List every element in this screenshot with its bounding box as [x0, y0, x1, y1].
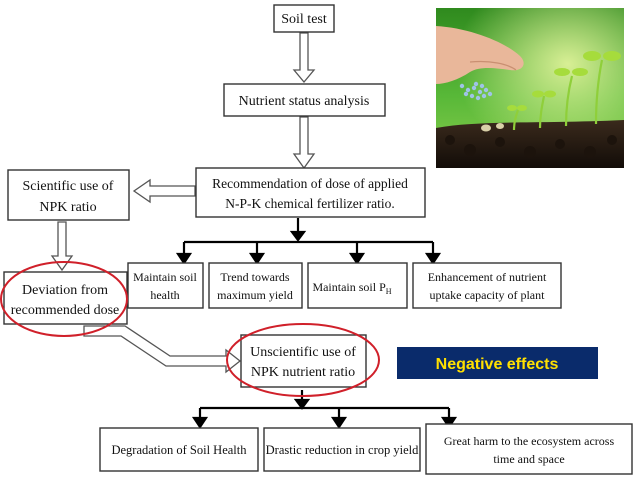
negative-effects-label: Negative effects [436, 356, 559, 373]
soil-test-label: Soil test [281, 12, 327, 27]
scientific-use-box: Scientific use of NPK ratio [7, 169, 130, 221]
connector-unscientific-to-effects [191, 390, 458, 429]
negative-effects-badge-bg [397, 347, 598, 379]
connector-recommendation-to-outcomes [175, 218, 442, 265]
deviation-label-line2: recommended dose [11, 303, 119, 318]
great-harm-label-line1: Great harm to the ecosystem across [444, 434, 615, 448]
soil-test-box: Soil test [273, 4, 335, 33]
degradation-box: Degradation of Soil Health [99, 427, 259, 472]
trend-max-yield-box: Trend towards maximum yield [208, 262, 303, 309]
negative-effects-badge: Negative effects [397, 347, 598, 379]
unscientific-highlight-ellipse [226, 323, 380, 397]
hollow-arrow-recommendation-to-scientific [132, 178, 196, 204]
maintain-soil-health-line2: health [150, 288, 179, 302]
deviation-box: Deviation from recommended dose [3, 271, 128, 325]
nutrient-status-label: Nutrient status analysis [239, 94, 370, 109]
degradation-label: Degradation of Soil Health [111, 443, 247, 457]
nutrient-status-box: Nutrient status analysis [223, 83, 386, 117]
recommendation-label-line2: N-P-K chemical fertilizer ratio. [225, 196, 394, 211]
enhancement-uptake-line1: Enhancement of nutrient [428, 270, 547, 284]
maintain-soil-ph-subscript: H [386, 287, 392, 296]
recommendation-label-line1: Recommendation of dose of applied [212, 176, 408, 191]
hollow-arrow-soiltest-to-nutrient [292, 32, 316, 84]
unscientific-use-label-line2: NPK nutrient ratio [251, 365, 355, 380]
seedlings-fertilizer-photo [436, 8, 624, 168]
maintain-soil-ph-label: Maintain soil PH [312, 280, 391, 296]
great-harm-label-line2: time and space [493, 452, 564, 466]
enhancement-uptake-line2: uptake capacity of plant [430, 288, 546, 302]
drastic-reduction-label: Drastic reduction in crop yield [266, 443, 419, 457]
scientific-use-label-line2: NPK ratio [39, 200, 96, 215]
unscientific-use-box: Unscientific use of NPK nutrient ratio [240, 334, 367, 388]
trend-max-yield-line1: Trend towards [220, 270, 290, 284]
deviation-highlight-ellipse [0, 261, 128, 337]
recommendation-box: Recommendation of dose of applied N-P-K … [195, 167, 426, 218]
trend-max-yield-line2: maximum yield [217, 288, 293, 302]
hollow-arrow-deviation-to-unscientific [83, 325, 242, 374]
drastic-reduction-box: Drastic reduction in crop yield [263, 427, 421, 472]
maintain-soil-health-line1: Maintain soil [133, 270, 197, 284]
maintain-soil-ph-box: Maintain soil PH [307, 262, 408, 309]
maintain-soil-ph-text: Maintain soil P [312, 280, 386, 294]
enhancement-uptake-box: Enhancement of nutrient uptake capacity … [412, 262, 562, 309]
maintain-soil-health-box: Maintain soil health [127, 262, 204, 309]
deviation-label-line1: Deviation from [22, 283, 108, 298]
great-harm-box: Great harm to the ecosystem across time … [425, 423, 633, 475]
scientific-use-label-line1: Scientific use of [23, 179, 114, 194]
unscientific-use-label-line1: Unscientific use of [250, 345, 356, 360]
hollow-arrow-nutrient-to-recommendation [292, 116, 316, 170]
